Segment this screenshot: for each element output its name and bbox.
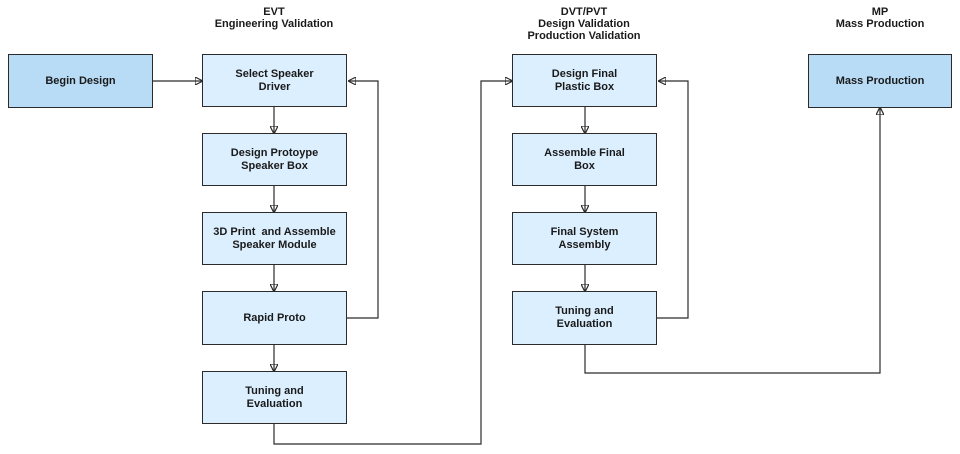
evt-header-title: EVT <box>263 6 285 18</box>
dvt-tuning-evaluation-box: Tuning and Evaluation <box>512 291 657 345</box>
mp-header-subtitle: Mass Production <box>835 18 925 30</box>
rapid-proto-box: Rapid Proto <box>202 291 347 345</box>
mass-production-label: Mass Production <box>835 74 925 87</box>
evt-tuning-evaluation-box: Tuning and Evaluation <box>202 371 347 424</box>
3d-print-assemble-box: 3D Print and Assemble Speaker Module <box>202 212 347 265</box>
mass-production-box: Mass Production <box>808 54 952 108</box>
assemble-final-line2: Box <box>574 159 595 172</box>
begin-design-box: Begin Design <box>8 54 153 108</box>
begin-design-label: Begin Design <box>45 74 116 87</box>
design-prototype-line1: Design Protoype <box>230 146 319 159</box>
final-system-line1: Final System <box>550 225 619 238</box>
evt-header-subtitle: Engineering Validation <box>214 18 334 30</box>
rapid-proto-label: Rapid Proto <box>243 311 306 324</box>
final-system-line2: Assembly <box>558 238 611 251</box>
dvt-header: DVT/PVT Design Validation Production Val… <box>484 6 684 42</box>
mp-header-title: MP <box>871 6 889 18</box>
path-evt-tuning-to-dvt <box>273 81 512 445</box>
loop-dvt-tuning-to-design-final <box>657 81 689 319</box>
dvt-header-subtitle-1: Design Validation <box>538 18 630 30</box>
path-dvt-tuning-to-mp <box>584 108 880 374</box>
dvt-header-title: DVT/PVT <box>560 6 608 18</box>
design-prototype-line2: Speaker Box <box>241 159 308 172</box>
evt-tuning-line1: Tuning and <box>245 384 304 397</box>
3d-print-assemble-line2: Speaker Module <box>232 238 317 251</box>
mp-header: MP Mass Production <box>780 6 960 30</box>
evt-header: EVT Engineering Validation <box>174 6 374 30</box>
3d-print-assemble-line1: 3D Print and Assemble <box>213 225 336 238</box>
design-final-line1: Design Final <box>551 67 618 80</box>
final-system-assembly-box: Final System Assembly <box>512 212 657 265</box>
select-speaker-driver-line1: Select Speaker <box>235 67 314 80</box>
design-final-plastic-box: Design Final Plastic Box <box>512 54 657 107</box>
select-speaker-driver-box: Select Speaker Driver <box>202 54 347 107</box>
dvt-header-subtitle-2: Production Validation <box>527 30 641 42</box>
assemble-final-box: Assemble Final Box <box>512 133 657 186</box>
select-speaker-driver-line2: Driver <box>258 80 291 93</box>
dvt-tuning-line1: Tuning and <box>555 305 614 317</box>
design-prototype-box: Design Protoype Speaker Box <box>202 133 347 186</box>
loop-rapid-to-select <box>347 81 379 319</box>
dvt-tuning-line2: Evaluation <box>556 318 613 330</box>
design-final-line2: Plastic Box <box>554 80 615 93</box>
assemble-final-line1: Assemble Final <box>544 146 625 159</box>
evt-tuning-line2: Evaluation <box>246 397 303 410</box>
